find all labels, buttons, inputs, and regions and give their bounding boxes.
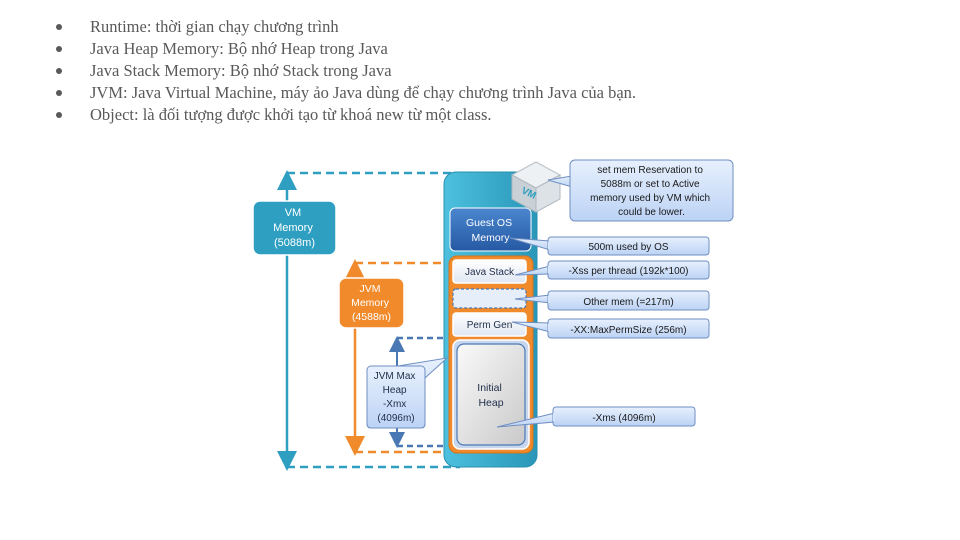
bullet-text: Java Heap Memory: Bộ nhớ Heap trong Java xyxy=(90,39,388,58)
bullet-dot xyxy=(56,46,62,52)
initial-heap-line: Heap xyxy=(478,397,503,409)
reservation-line: memory used by VM which xyxy=(590,193,710,204)
reservation-callout: set mem Reservation to 5088m or set to A… xyxy=(547,159,734,222)
svg-text:JVM Memory (4588m): JVM Memory (4588m) xyxy=(351,283,392,323)
bullet-text: Java Stack Memory: Bộ nhớ Stack trong Ja… xyxy=(90,61,392,80)
svg-text:Guest OS Memory: Guest OS Memory xyxy=(466,217,515,244)
other-mem-label: Other mem (=217m) xyxy=(583,297,673,308)
vm-memory-line: (5088m) xyxy=(274,237,315,249)
jvm-max-heap-line: Heap xyxy=(383,385,407,396)
other-mem-block xyxy=(452,288,527,309)
bullet-text: Runtime: thời gian chạy chương trình xyxy=(90,17,339,36)
xms-callout: -Xms (4096m) xyxy=(496,406,696,428)
initial-heap-line: Initial xyxy=(477,382,502,394)
vm-memory-line: VM xyxy=(285,207,302,219)
jvm-max-heap-line: JVM Max xyxy=(374,371,416,382)
svg-text:VM Memory (5088m): VM Memory (5088m) xyxy=(273,207,316,249)
bullet-list: Runtime: thời gian chạy chương trình Jav… xyxy=(56,16,636,126)
bullet-item: Java Heap Memory: Bộ nhớ Heap trong Java xyxy=(56,38,636,60)
jvm-memory-line: (4588m) xyxy=(352,311,391,323)
jvm-max-heap-callout: JVM Max Heap -Xmx (4096m) xyxy=(366,357,449,429)
java-stack-block: Java Stack xyxy=(452,259,527,284)
jvm-dashed-guides xyxy=(355,261,450,454)
perm-gen-label: Perm Gen xyxy=(467,320,513,331)
bullet-item: Object: là đối tượng được khởi tạo từ kh… xyxy=(56,104,636,126)
bullet-dot xyxy=(56,24,62,30)
vm-cube-icon: VM xyxy=(510,161,562,213)
bullet-dot xyxy=(56,68,62,74)
guest-os-line: Memory xyxy=(472,232,511,244)
perm-size-label: -XX:MaxPermSize (256m) xyxy=(570,325,686,336)
bullet-dot xyxy=(56,90,62,96)
xss-label: -Xss per thread (192k*100) xyxy=(568,266,688,277)
heap-block: Initial Heap xyxy=(452,339,530,450)
vm-memory-label: VM Memory (5088m) xyxy=(252,200,337,256)
bullet-item: JVM: Java Virtual Machine, máy ảo Java d… xyxy=(56,82,636,104)
svg-text:set mem Reservation to 5: set mem Reservation to 5088m or set to A… xyxy=(590,165,713,218)
jvm-memory-label: JVM Memory (4588m) xyxy=(338,277,405,329)
svg-text:JVM Max Heap -Xmx: JVM Max Heap -Xmx (4096m) xyxy=(374,371,418,424)
svg-text:Initial Heap: Initial Heap xyxy=(477,382,504,409)
bullet-dot xyxy=(56,112,62,118)
os-used-callout: 500m used by OS xyxy=(509,236,710,256)
reservation-line: could be lower. xyxy=(618,207,685,218)
guest-os-line: Guest OS xyxy=(466,217,512,229)
jvm-max-heap-line: -Xmx xyxy=(383,399,406,410)
bullet-item: Java Stack Memory: Bộ nhớ Stack trong Ja… xyxy=(56,60,636,82)
java-stack-label: Java Stack xyxy=(465,267,515,278)
xss-callout: -Xss per thread (192k*100) xyxy=(514,260,710,280)
other-mem-callout: Other mem (=217m) xyxy=(514,290,710,311)
xms-label: -Xms (4096m) xyxy=(592,413,655,424)
reservation-line: 5088m or set to Active xyxy=(601,179,700,190)
bullet-text: Object: là đối tượng được khởi tạo từ kh… xyxy=(90,105,492,124)
bullet-item: Runtime: thời gian chạy chương trình xyxy=(56,16,636,38)
jvm-memory-line: Memory xyxy=(351,297,390,309)
guest-os-memory-block: Guest OS Memory xyxy=(449,207,532,252)
vm-memory-line: Memory xyxy=(273,222,313,234)
reservation-line: set mem Reservation to xyxy=(597,165,703,176)
perm-gen-block: Perm Gen xyxy=(452,312,527,337)
jvm-max-heap-line: (4096m) xyxy=(377,413,414,424)
jvm-memory-line: JVM xyxy=(360,283,381,295)
bullet-text: JVM: Java Virtual Machine, máy ảo Java d… xyxy=(90,83,637,102)
perm-size-callout: -XX:MaxPermSize (256m) xyxy=(511,318,710,339)
os-used-label: 500m used by OS xyxy=(588,242,668,253)
vm-dashed-guides xyxy=(287,171,460,469)
